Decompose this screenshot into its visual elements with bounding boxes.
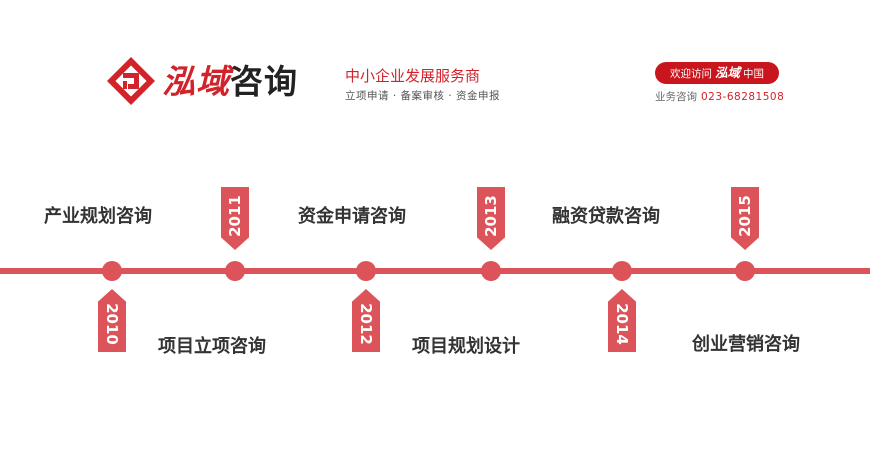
year-flag-2015: 2015 bbox=[731, 187, 759, 250]
timeline-dot-2011 bbox=[225, 261, 245, 281]
welcome-brand: 泓域 bbox=[714, 65, 740, 80]
year-flag-2010: 2010 bbox=[98, 289, 126, 352]
brand-logo-icon bbox=[107, 57, 155, 105]
brand-name: 泓域咨询 bbox=[162, 60, 298, 104]
year-label-2015: 2015 bbox=[736, 194, 754, 237]
timeline-dot-2012 bbox=[356, 261, 376, 281]
timeline-dot-2014 bbox=[612, 261, 632, 281]
year-label-2011: 2011 bbox=[226, 194, 244, 237]
year-label-2012: 2012 bbox=[357, 302, 375, 345]
services-list: 立项申请 · 备案审核 · 资金申报 bbox=[345, 90, 501, 102]
slogan: 中小企业发展服务商 bbox=[345, 67, 481, 85]
year-flag-2014: 2014 bbox=[608, 289, 636, 352]
hotline: 业务咨询 023-68281508 bbox=[655, 90, 784, 104]
welcome-suffix: 中国 bbox=[743, 68, 764, 80]
brand-name-primary: 泓域 bbox=[162, 62, 230, 101]
timeline-dot-2010 bbox=[102, 261, 122, 281]
year-flag-2011: 2011 bbox=[221, 187, 249, 250]
hotline-number[interactable]: 023-68281508 bbox=[701, 91, 785, 103]
service-label-2011: 项目立项咨询 bbox=[158, 336, 266, 357]
service-label-2014: 融资贷款咨询 bbox=[552, 206, 660, 227]
timeline-dot-2015 bbox=[735, 261, 755, 281]
year-flag-2012: 2012 bbox=[352, 289, 380, 352]
service-label-2012: 资金申请咨询 bbox=[298, 206, 406, 227]
timeline-dot-2013 bbox=[481, 261, 501, 281]
hotline-label: 业务咨询 bbox=[655, 91, 697, 103]
timeline-line bbox=[0, 268, 870, 274]
brand-name-secondary: 咨询 bbox=[230, 62, 298, 101]
service-label-2010: 产业规划咨询 bbox=[44, 206, 152, 227]
year-label-2014: 2014 bbox=[613, 302, 631, 345]
year-label-2013: 2013 bbox=[482, 194, 500, 237]
welcome-badge[interactable]: 欢迎访问泓域中国 bbox=[655, 62, 779, 84]
service-label-2015: 创业营销咨询 bbox=[692, 334, 800, 355]
year-flag-2013: 2013 bbox=[477, 187, 505, 250]
year-label-2010: 2010 bbox=[103, 302, 121, 345]
service-label-2013: 项目规划设计 bbox=[412, 336, 520, 357]
welcome-prefix: 欢迎访问 bbox=[669, 68, 712, 80]
